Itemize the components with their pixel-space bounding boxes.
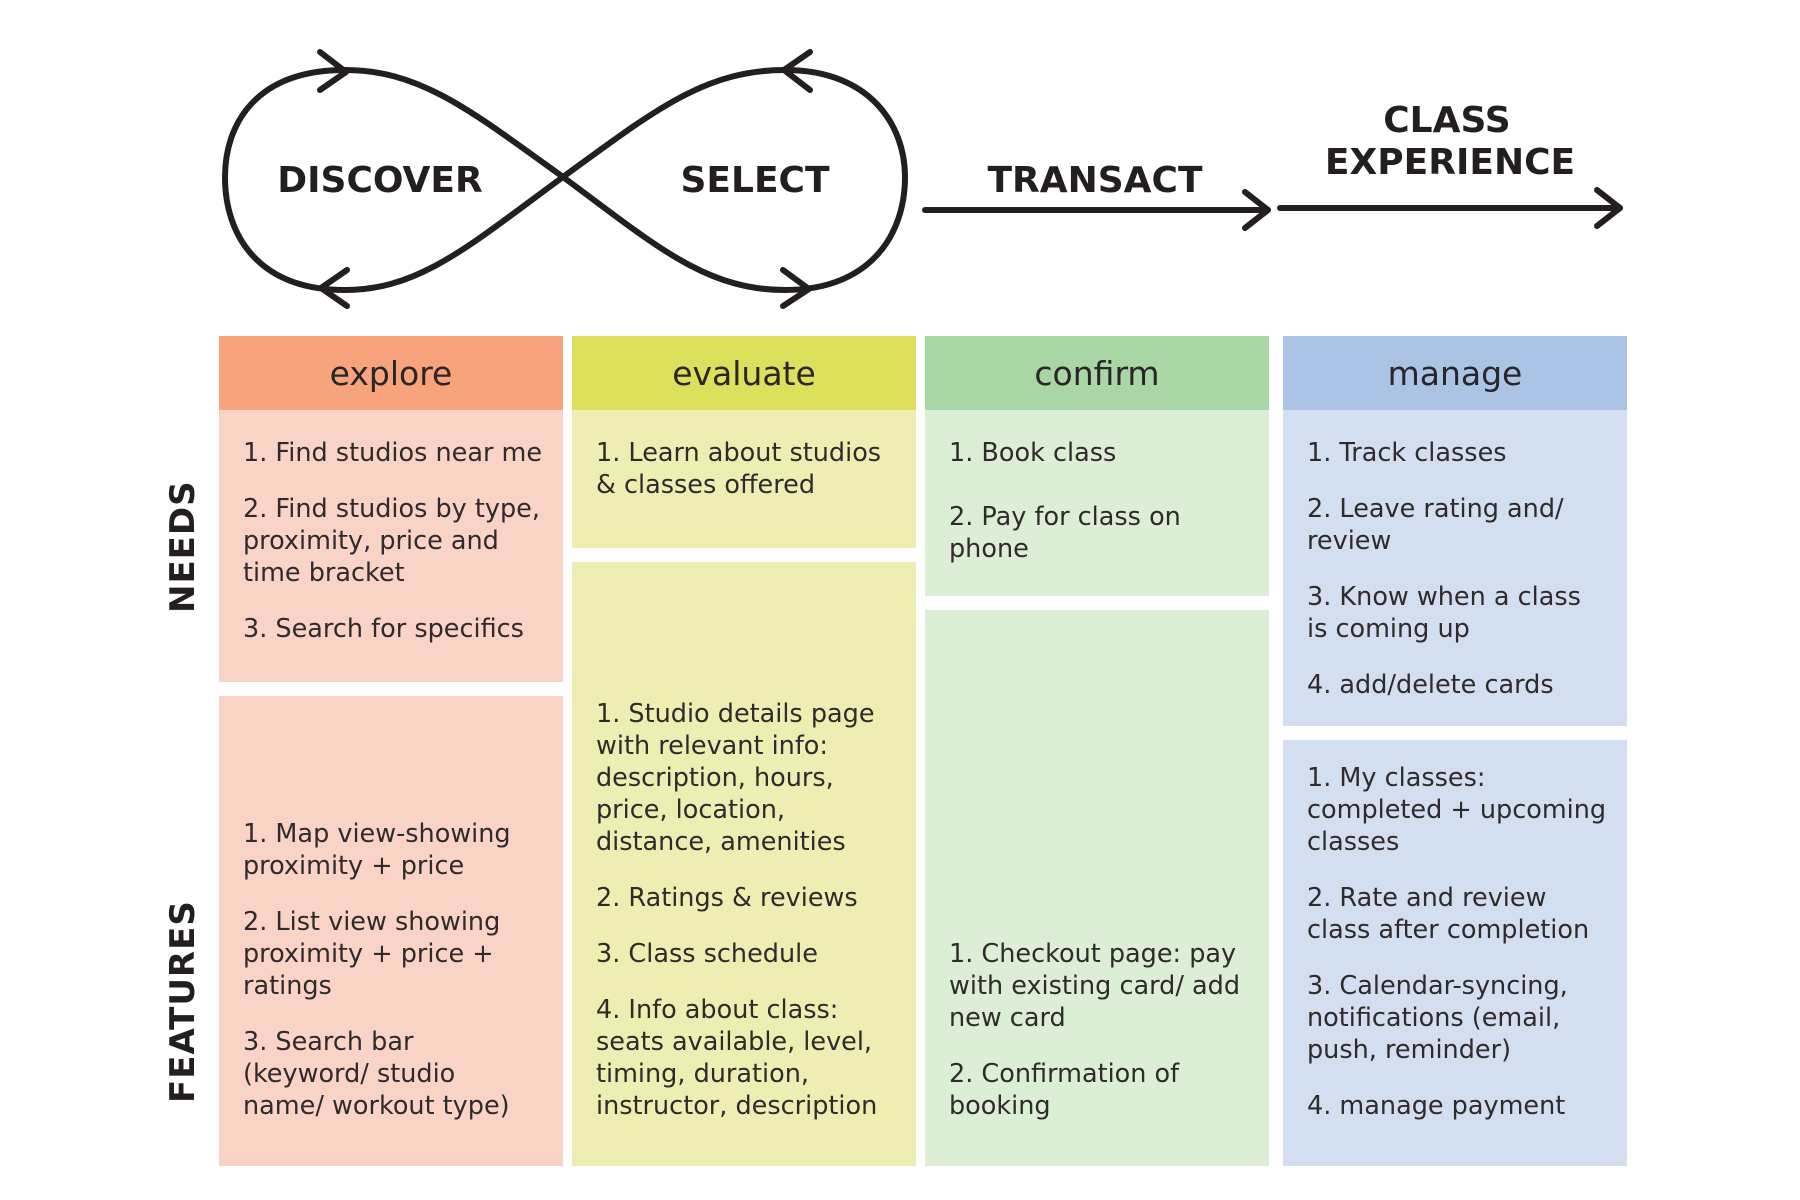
row-label-needs: NEEDS xyxy=(163,480,203,613)
loop-arrowhead-bottom-left xyxy=(318,267,350,309)
stage-select: SELECT xyxy=(680,160,829,201)
features-item: 3. Class schedule xyxy=(596,939,818,969)
features-item: 1. My classes: completed + upcoming clas… xyxy=(1307,763,1607,857)
features-item: 2. Confirmation of booking xyxy=(949,1059,1180,1121)
infinity-loop xyxy=(222,67,908,293)
process-flow-diagram: DISCOVER SELECT TRANSACT CLASS EXPERIENC… xyxy=(222,49,1623,309)
column-header-confirm: confirm xyxy=(925,336,1269,410)
features-item: 1. Map view-showing proximity + price xyxy=(243,819,511,881)
column-header-manage: manage xyxy=(1283,336,1627,410)
transact-arrowhead xyxy=(1242,189,1271,231)
needs-item: 1. Track classes xyxy=(1307,438,1507,468)
stage-class-experience-line2: EXPERIENCE xyxy=(1325,142,1575,183)
features-cell-manage: 1. My classes: completed + upcoming clas… xyxy=(1283,740,1627,1166)
features-item: 2. Ratings & reviews xyxy=(596,883,858,913)
needs-cell-confirm: 1. Book class 2. Pay for class on phone xyxy=(925,410,1269,596)
loop-arrowhead-bottom-right xyxy=(780,267,812,309)
needs-cell-manage: 1. Track classes 2. Leave rating and/ re… xyxy=(1283,410,1627,726)
class-experience-arrowhead xyxy=(1594,187,1623,229)
needs-cell-evaluate: 1. Learn about studios & classes offered xyxy=(572,410,916,548)
features-item: 1. Studio details page with relevant inf… xyxy=(596,699,875,857)
needs-item: 2. Leave rating and/ review xyxy=(1307,494,1564,556)
features-item: 3. Search bar (keyword/ studio name/ wor… xyxy=(243,1027,510,1121)
needs-item: 1. Find studios near me xyxy=(243,438,543,468)
features-cell-confirm: 1. Checkout page: pay with existing card… xyxy=(925,610,1269,1166)
features-item: 4. manage payment xyxy=(1307,1091,1566,1121)
loop-arrowhead-top-right xyxy=(781,49,813,93)
needs-item: 1. Book class xyxy=(949,438,1117,468)
column-header-evaluate: evaluate xyxy=(572,336,916,410)
stage-class-experience-line1: CLASS xyxy=(1383,100,1510,141)
column-header-explore: explore xyxy=(219,336,563,410)
row-label-features: FEATURES xyxy=(163,900,203,1103)
features-item: 4. Info about class: seats available, le… xyxy=(596,995,878,1121)
needs-item: 2. Find studios by type, proximity, pric… xyxy=(243,494,540,588)
needs-item: 4. add/delete cards xyxy=(1307,670,1554,700)
features-item: 2. Rate and review class after completio… xyxy=(1307,883,1590,945)
needs-item: 2. Pay for class on phone xyxy=(949,502,1181,564)
features-item: 3. Calendar-syncing, notifications (emai… xyxy=(1307,971,1568,1065)
needs-cell-explore: 1. Find studios near me 2. Find studios … xyxy=(219,410,563,682)
loop-arrowhead-top-left xyxy=(317,49,349,93)
stage-transact: TRANSACT xyxy=(987,160,1202,201)
stage-discover: DISCOVER xyxy=(277,160,482,201)
features-cell-evaluate: 1. Studio details page with relevant inf… xyxy=(572,562,916,1166)
features-item: 1. Checkout page: pay with existing card… xyxy=(949,939,1241,1033)
features-cell-explore: 1. Map view-showing proximity + price 2.… xyxy=(219,696,563,1166)
needs-item: 1. Learn about studios & classes offered xyxy=(596,438,882,500)
needs-item: 3. Search for specifics xyxy=(243,614,524,644)
needs-item: 3. Know when a class is coming up xyxy=(1307,582,1581,644)
features-item: 2. List view showing proximity + price +… xyxy=(243,907,501,1001)
